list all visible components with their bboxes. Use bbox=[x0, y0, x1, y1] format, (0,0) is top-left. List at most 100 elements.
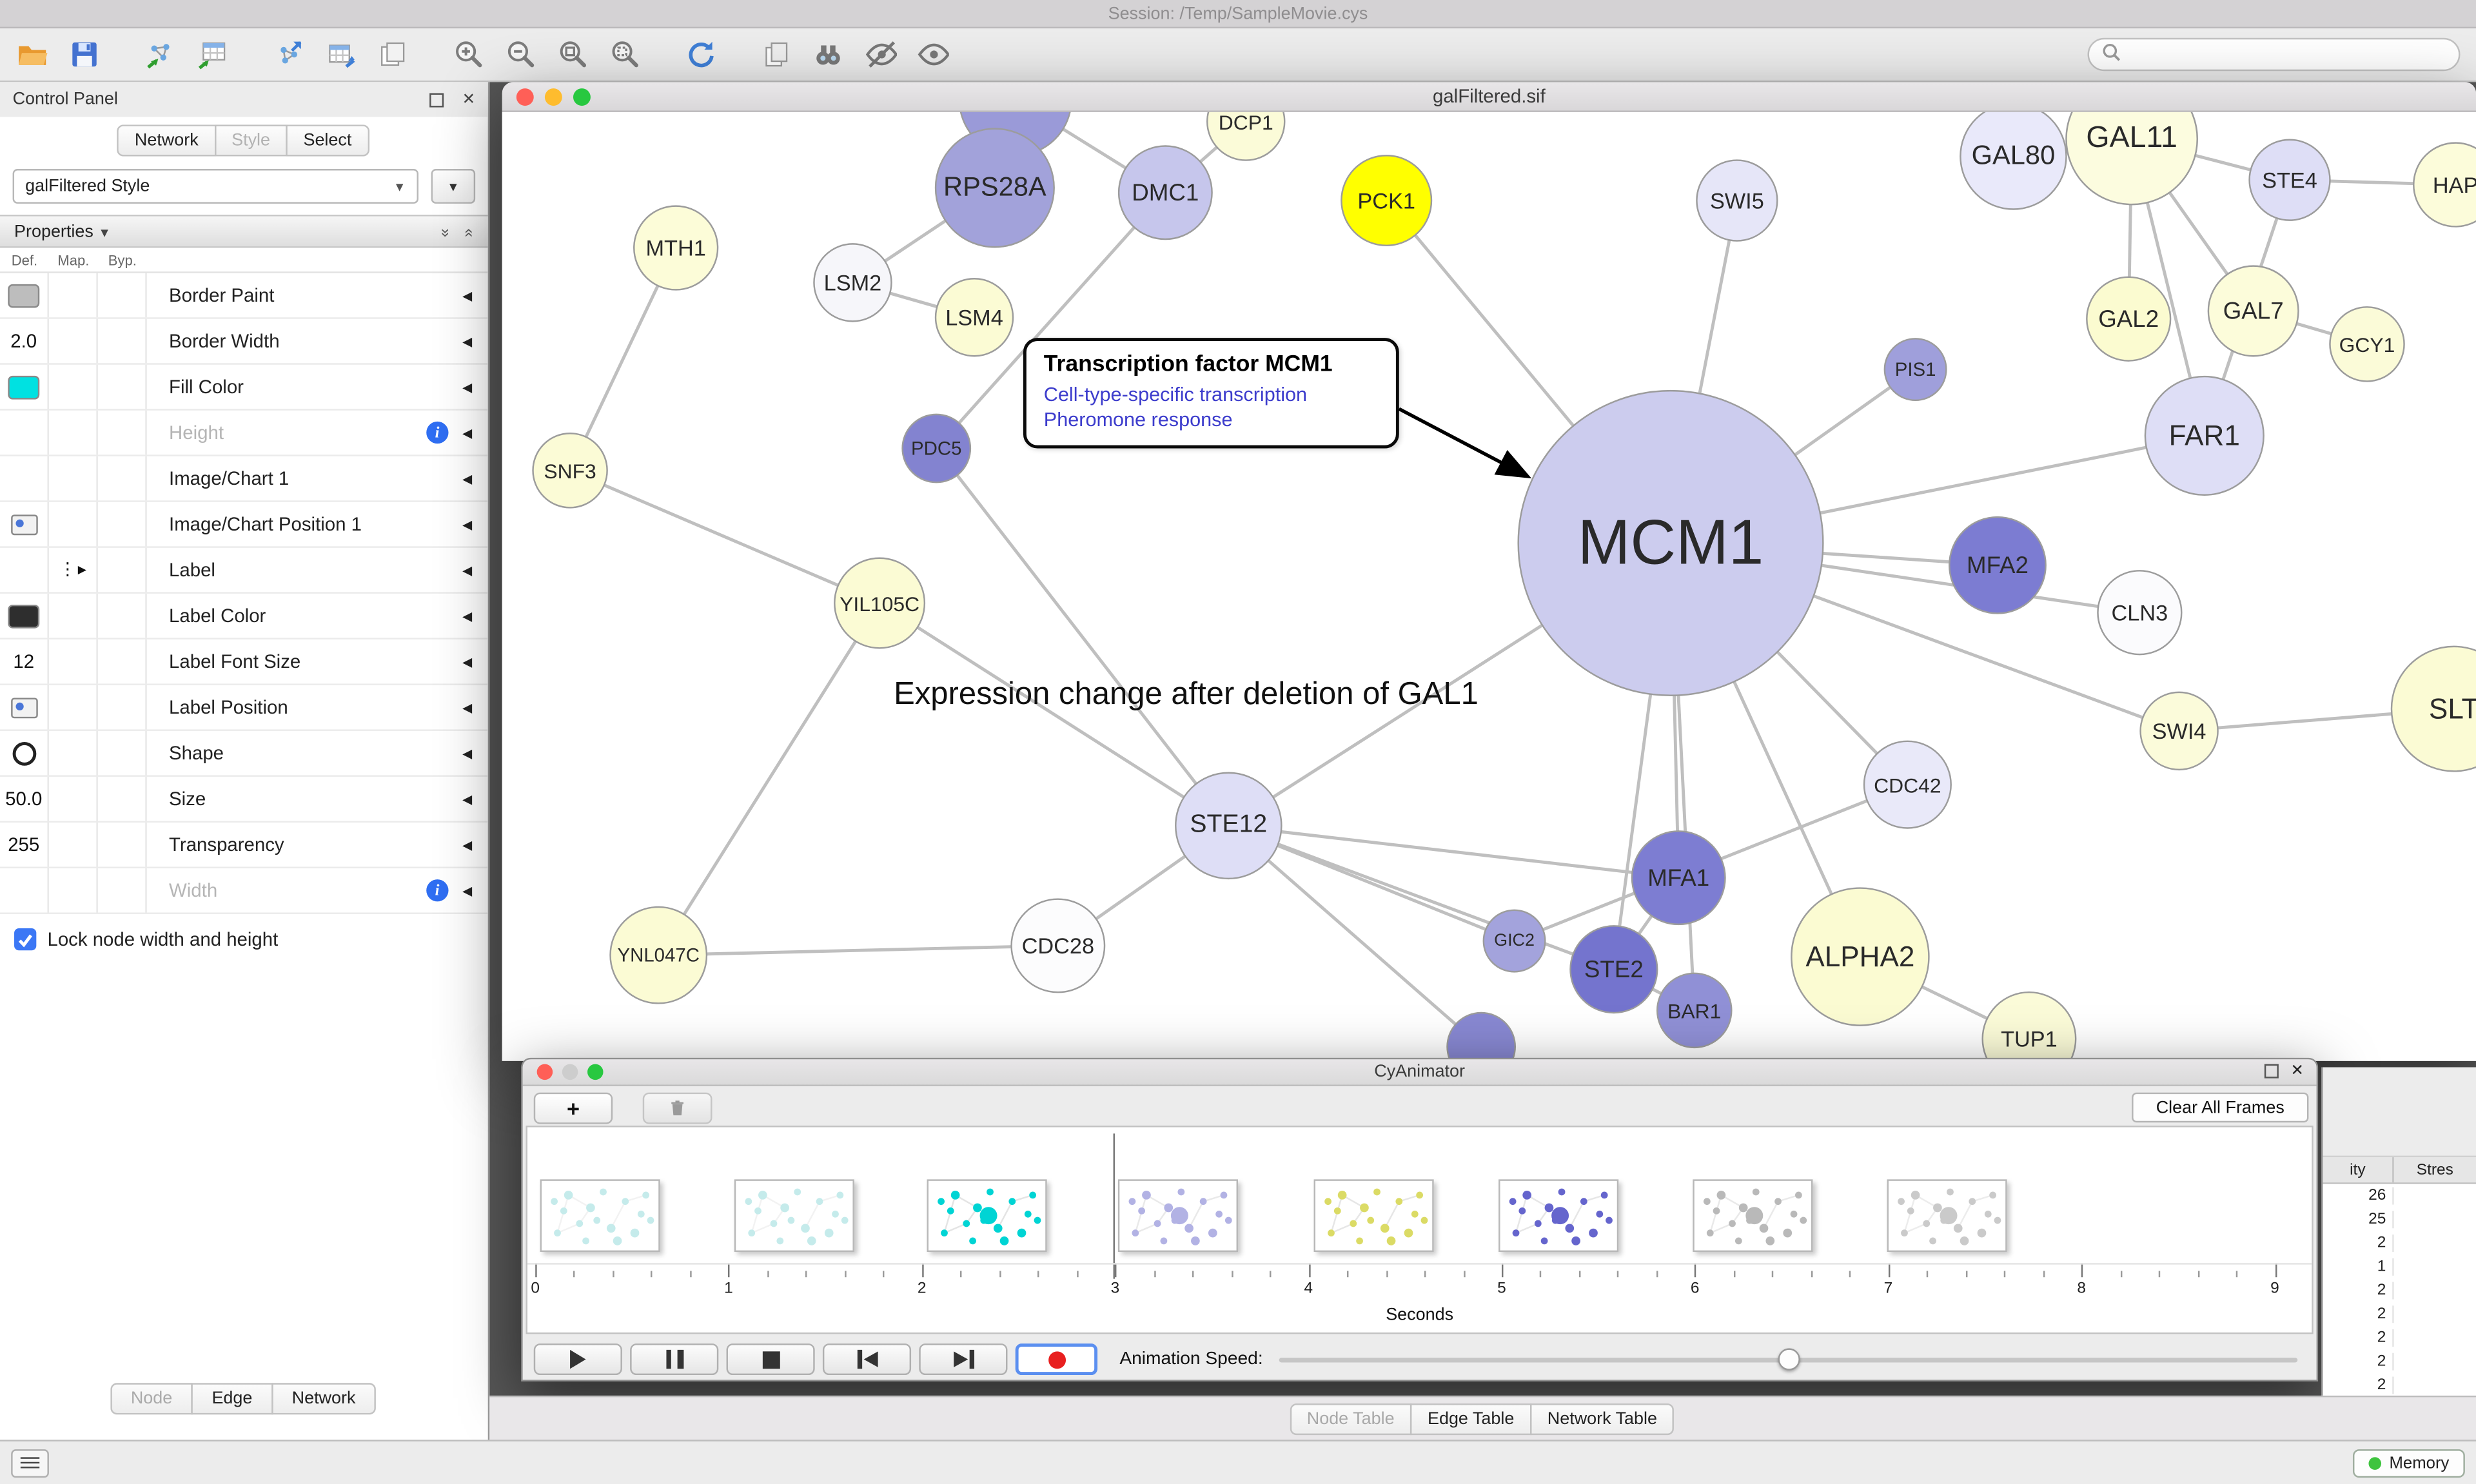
record-button[interactable] bbox=[1015, 1343, 1098, 1376]
playhead[interactable] bbox=[1113, 1133, 1115, 1279]
float-panel-icon[interactable] bbox=[429, 92, 444, 107]
zoom-selected-icon[interactable] bbox=[605, 35, 643, 73]
zoom-fit-icon[interactable] bbox=[553, 35, 591, 73]
property-row-border-paint[interactable]: Border Paint◀ bbox=[0, 273, 488, 319]
node-ste2[interactable]: STE2 bbox=[1569, 925, 1658, 1014]
node-mfa2[interactable]: MFA2 bbox=[1949, 516, 2047, 614]
tab-network[interactable]: Network bbox=[117, 124, 216, 157]
cyanimator-titlebar[interactable]: CyAnimator ✕ bbox=[522, 1059, 2317, 1086]
zoom-window-button[interactable] bbox=[573, 87, 591, 105]
property-row-label-position[interactable]: Label Position◀ bbox=[0, 685, 488, 731]
search-box[interactable] bbox=[2087, 37, 2461, 72]
pause-button[interactable] bbox=[630, 1343, 719, 1376]
style-combobox[interactable]: galFiltered Style ▼ bbox=[12, 169, 418, 204]
skip-to-end-button[interactable] bbox=[919, 1343, 1008, 1376]
expand-all-icon[interactable]: » bbox=[436, 228, 454, 237]
property-row-shape[interactable]: Shape◀ bbox=[0, 730, 488, 777]
node-swi4[interactable]: SWI4 bbox=[2139, 691, 2219, 771]
table-row[interactable]: 2 bbox=[2323, 1231, 2476, 1255]
close-window-button[interactable] bbox=[536, 1064, 553, 1080]
expand-row-arrow[interactable]: ◀ bbox=[462, 700, 473, 715]
column-header[interactable]: Stres bbox=[2416, 1161, 2453, 1179]
expand-row-arrow[interactable]: ◀ bbox=[462, 333, 473, 349]
style-tab-network[interactable]: Network bbox=[271, 1383, 377, 1415]
hide-graphics-details-icon[interactable] bbox=[861, 35, 899, 73]
tab-style[interactable]: Style bbox=[214, 124, 288, 157]
node-gal7[interactable]: GAL7 bbox=[2207, 265, 2299, 357]
snapshot-icon[interactable] bbox=[756, 35, 794, 73]
node-mfa1[interactable]: MFA1 bbox=[1631, 830, 1726, 926]
expand-row-arrow[interactable]: ◀ bbox=[462, 379, 473, 395]
import-table-icon[interactable] bbox=[193, 35, 231, 73]
node-cln3[interactable]: CLN3 bbox=[2097, 570, 2183, 656]
property-row-image-chart-1[interactable]: Image/Chart 1◀ bbox=[0, 456, 488, 502]
node-bar1[interactable]: BAR1 bbox=[1656, 972, 1733, 1049]
lock-node-size-row[interactable]: Lock node width and height bbox=[0, 914, 488, 951]
expand-row-arrow[interactable]: ◀ bbox=[462, 792, 473, 806]
table-row[interactable]: 2 bbox=[2323, 1279, 2476, 1303]
style-tab-node[interactable]: Node bbox=[110, 1383, 193, 1415]
style-tab-edge[interactable]: Edge bbox=[191, 1383, 273, 1415]
node-pis1[interactable]: PIS1 bbox=[1883, 338, 1947, 402]
node-cdc28[interactable]: CDC28 bbox=[1010, 898, 1106, 993]
expand-row-arrow[interactable]: ◀ bbox=[462, 609, 473, 623]
export-image-icon[interactable] bbox=[373, 35, 411, 73]
property-row-label-color[interactable]: Label Color◀ bbox=[0, 593, 488, 639]
table-row[interactable]: 25 bbox=[2323, 1207, 2476, 1231]
import-network-icon[interactable] bbox=[141, 35, 179, 73]
network-window-titlebar[interactable]: galFiltered.sif bbox=[502, 82, 2476, 112]
properties-section-header[interactable]: Properties ▼ » » bbox=[0, 215, 488, 248]
node-cdc42[interactable]: CDC42 bbox=[1863, 740, 1952, 829]
export-table-icon[interactable] bbox=[320, 35, 359, 73]
node-lsm4[interactable]: LSM4 bbox=[934, 278, 1014, 357]
node-alpha2[interactable]: ALPHA2 bbox=[1791, 887, 1930, 1026]
frame-thumbnail-2[interactable] bbox=[734, 1179, 854, 1253]
maximize-panel-icon[interactable] bbox=[2263, 1064, 2278, 1079]
export-network-icon[interactable] bbox=[268, 35, 306, 73]
node-mcm1[interactable]: MCM1 bbox=[1517, 389, 1824, 697]
node-hap[interactable]: HAP bbox=[2413, 142, 2476, 228]
save-icon[interactable] bbox=[64, 35, 103, 73]
close-panel-icon[interactable]: ✕ bbox=[2290, 1062, 2304, 1080]
property-row-fill-color[interactable]: Fill Color◀ bbox=[0, 364, 488, 411]
table-row[interactable]: 2 bbox=[2323, 1374, 2476, 1398]
property-row-image-chart-position-1[interactable]: Image/Chart Position 1◀ bbox=[0, 502, 488, 548]
node-dmc1[interactable]: DMC1 bbox=[1117, 145, 1213, 240]
birds-eye-icon[interactable] bbox=[809, 35, 847, 73]
node-rps28a[interactable]: RPS28A bbox=[934, 128, 1055, 248]
frame-thumbnail-3[interactable] bbox=[927, 1179, 1047, 1253]
info-icon[interactable]: i bbox=[426, 421, 449, 444]
property-row-label[interactable]: ⋮▶Label◀ bbox=[0, 547, 488, 594]
node-far1[interactable]: FAR1 bbox=[2144, 375, 2265, 496]
frame-thumbnail-5[interactable] bbox=[1313, 1179, 1434, 1253]
node-ste4[interactable]: STE4 bbox=[2248, 139, 2331, 221]
add-frame-button[interactable]: + bbox=[533, 1092, 613, 1124]
expand-row-arrow[interactable]: ◀ bbox=[462, 746, 473, 761]
color-swatch[interactable] bbox=[8, 603, 40, 628]
expand-row-arrow[interactable]: ◀ bbox=[462, 517, 473, 532]
node-gcy1[interactable]: GCY1 bbox=[2329, 306, 2405, 382]
frame-thumbnail-4[interactable] bbox=[1117, 1179, 1239, 1253]
node-lsm2[interactable]: LSM2 bbox=[813, 243, 892, 322]
color-swatch[interactable] bbox=[8, 283, 40, 308]
node-ynl047c[interactable]: YNL047C bbox=[609, 906, 708, 1004]
lock-checkbox[interactable] bbox=[14, 928, 37, 951]
node-ste12[interactable]: STE12 bbox=[1175, 772, 1282, 880]
info-icon[interactable]: i bbox=[426, 879, 449, 902]
expand-row-arrow[interactable]: ◀ bbox=[462, 288, 473, 302]
expand-row-arrow[interactable]: ◀ bbox=[462, 563, 473, 578]
style-options-button[interactable]: ▼ bbox=[431, 169, 476, 204]
ui-settings-button[interactable] bbox=[11, 1448, 49, 1478]
speed-slider[interactable] bbox=[1279, 1343, 2298, 1375]
refresh-icon[interactable] bbox=[681, 35, 719, 73]
table-row[interactable]: 2 bbox=[2323, 1350, 2476, 1374]
open-folder-icon[interactable] bbox=[13, 35, 51, 73]
app-titlebar[interactable]: Session: /Temp/SampleMovie.cys bbox=[0, 0, 2476, 29]
zoom-in-icon[interactable] bbox=[449, 35, 487, 73]
zoom-window-button[interactable] bbox=[587, 1064, 604, 1080]
node-swi5[interactable]: SWI5 bbox=[1696, 159, 1778, 242]
